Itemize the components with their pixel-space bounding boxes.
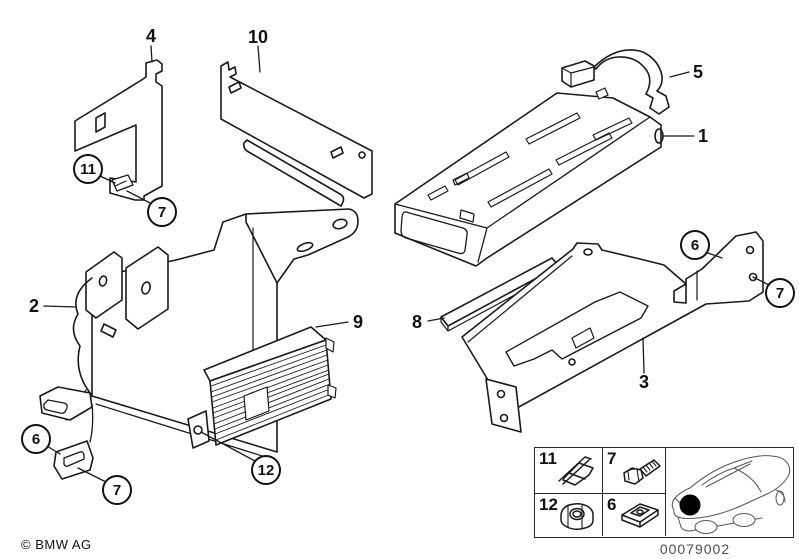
part-10-bracket-plate xyxy=(220,61,373,207)
legend-number-6: 6 xyxy=(607,495,617,514)
legend-number-11: 11 xyxy=(539,449,557,468)
spring-clip-icon xyxy=(555,451,601,493)
speed-nut-icon xyxy=(616,494,664,536)
legend-cell-11: 11 xyxy=(535,448,603,494)
legend-cell-7: 7 xyxy=(603,448,666,494)
legend-number-7: 7 xyxy=(607,449,617,468)
callout-label-3: 3 xyxy=(638,372,650,392)
diagram-number: 00079002 xyxy=(659,541,731,557)
hex-bolt-icon xyxy=(616,451,664,493)
part-2-mounting-bracket xyxy=(39,208,359,480)
location-dot xyxy=(679,494,701,516)
circled-callout-11: 11 xyxy=(73,154,103,184)
circled-callout-7: 7 xyxy=(102,475,132,505)
callout-label-5: 5 xyxy=(692,62,704,82)
circled-callout-12: 12 xyxy=(251,455,281,485)
callout-label-4: 4 xyxy=(145,26,157,46)
part-4-bracket xyxy=(74,59,163,201)
legend-number-12: 12 xyxy=(539,495,558,514)
callout-label-10: 10 xyxy=(247,27,269,47)
circled-callout-7: 7 xyxy=(147,197,177,227)
callout-label-1: 1 xyxy=(697,126,709,146)
round-nut-icon xyxy=(555,494,601,536)
car-location-icon xyxy=(666,448,793,536)
copyright-text: © BMW AG xyxy=(21,537,92,552)
legend-cell-6: 6 xyxy=(603,494,666,536)
legend-cell-12: 12 xyxy=(535,494,603,536)
fasteners-legend-box: 11 7 12 xyxy=(534,447,794,538)
leader-lines xyxy=(43,45,770,483)
circled-callout-6: 6 xyxy=(680,230,710,260)
part-9-control-module xyxy=(187,326,337,449)
circled-callout-7: 7 xyxy=(765,278,795,308)
part-3-support-bracket xyxy=(461,231,764,433)
part-5-clamp-strap xyxy=(561,49,670,115)
callout-label-2: 2 xyxy=(28,296,40,316)
car-location-cell xyxy=(666,448,793,536)
part-1-housing xyxy=(394,87,664,267)
callout-label-9: 9 xyxy=(352,312,364,332)
callout-label-8: 8 xyxy=(411,312,423,332)
circled-callout-6: 6 xyxy=(21,424,51,454)
